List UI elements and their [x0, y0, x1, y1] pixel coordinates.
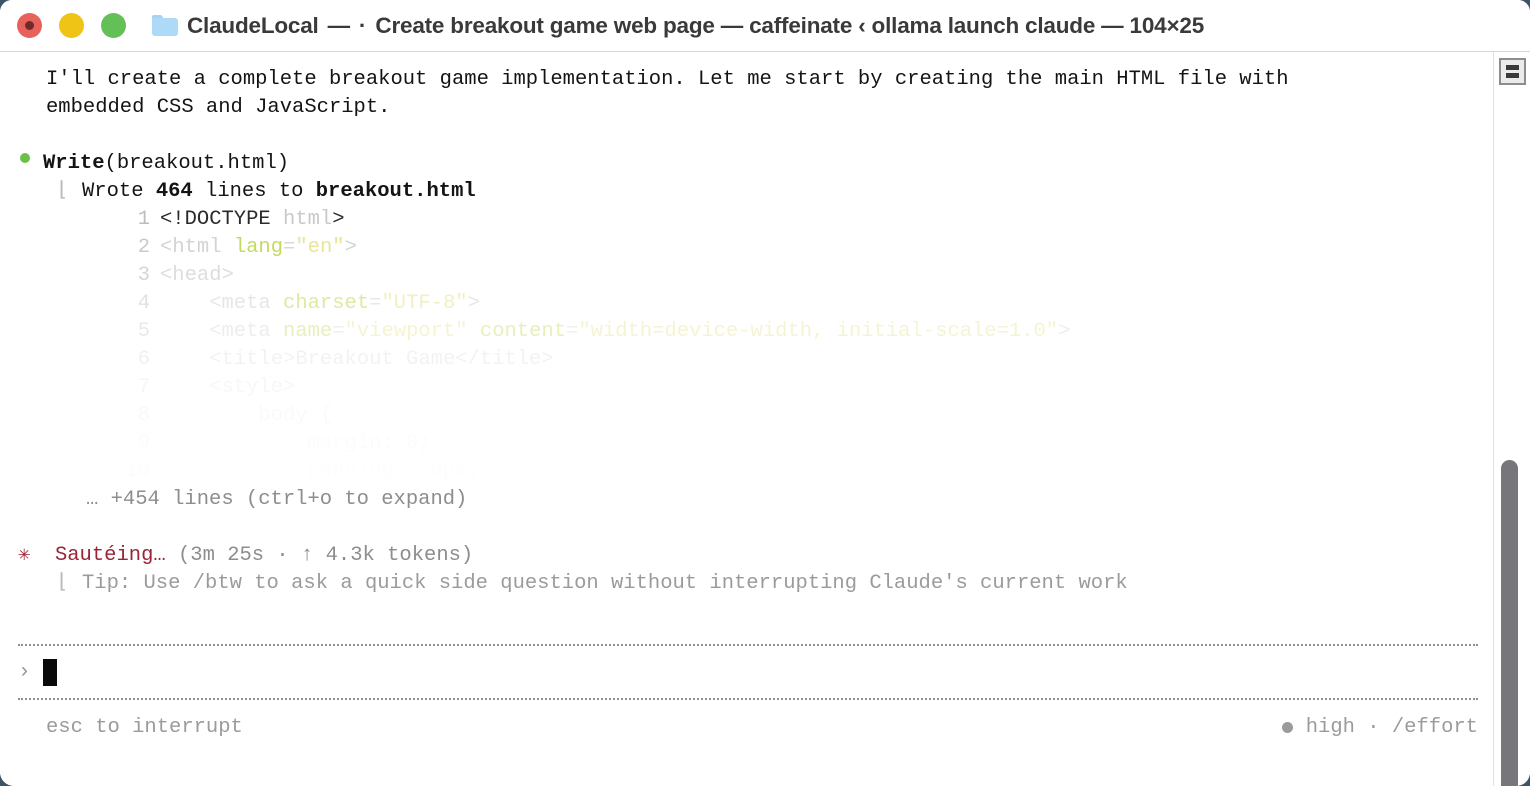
code-token: =	[332, 320, 345, 343]
tool-name: Write	[43, 152, 105, 175]
traffic-light-group	[17, 13, 126, 38]
code-line: 3 <head>	[104, 262, 1530, 290]
code-token: =	[369, 292, 382, 315]
effort-level: high	[1305, 716, 1355, 739]
code-token: <title>Breakout Game</title>	[160, 348, 554, 371]
tool-result-file: breakout.html	[315, 180, 476, 203]
panel-list-icon[interactable]	[1499, 58, 1526, 85]
code-token: content	[479, 320, 567, 343]
window-title-dot: ·	[358, 12, 367, 38]
tool-result-count: 464	[155, 180, 193, 203]
tool-result-row: ⌊ Wrote 464 lines to breakout.html	[0, 178, 1530, 206]
prompt-input-row[interactable]: ›	[0, 646, 1530, 698]
status-verb: Sautéing…	[54, 544, 166, 567]
code-line-number: 4	[137, 292, 150, 315]
code-token: >	[332, 208, 345, 231]
tip-branch-glyph: ⌊	[56, 572, 69, 595]
scrollbar-thumb[interactable]	[1501, 460, 1518, 786]
code-token: =	[566, 320, 579, 343]
code-line-number: 6	[137, 348, 150, 371]
code-token: <html	[160, 236, 234, 259]
code-line: 9 margin: 0;	[104, 430, 1530, 458]
prompt-top-border	[18, 644, 1478, 646]
code-line-number: 9	[137, 432, 150, 455]
code-line-number: 5	[137, 320, 150, 343]
effort-separator: ·	[1367, 716, 1380, 739]
code-token: "viewport"	[344, 320, 480, 343]
window-titlebar: ClaudeLocal — · Create breakout game web…	[0, 0, 1530, 52]
code-token: <style>	[160, 376, 296, 399]
assistant-paragraph-line-2: embedded CSS and JavaScript.	[46, 96, 391, 119]
tool-result-prefix: Wrote	[82, 180, 156, 203]
prompt-bottom-border	[18, 698, 1478, 700]
tip-text: Tip: Use /btw to ask a quick side questi…	[82, 572, 1128, 595]
status-meta: (3m 25s · ↑ 4.3k tokens)	[177, 544, 474, 567]
minimize-button[interactable]	[59, 13, 84, 38]
code-line: 7 <style>	[104, 374, 1530, 402]
expand-hint[interactable]: … +454 lines (ctrl+o to expand)	[86, 488, 468, 511]
status-line: ✳ Sautéing… (3m 25s · ↑ 4.3k tokens)	[0, 542, 1530, 570]
code-token: "UTF-8"	[381, 292, 468, 315]
code-line: 2 <html lang="en">	[104, 234, 1530, 262]
interrupt-hint: esc to interrupt	[46, 716, 243, 739]
code-token: >	[467, 292, 480, 315]
effort-command: /effort	[1391, 716, 1478, 739]
window-title-dash: —	[327, 12, 351, 38]
code-line-number: 7	[137, 376, 150, 399]
code-token: "en"	[295, 236, 345, 259]
code-token: =	[283, 236, 296, 259]
spinner-icon: ✳	[18, 544, 31, 567]
code-preview-block: 1<!DOCTYPE html>2<html lang="en">3<head>…	[0, 206, 1530, 486]
code-token: <!DOCTYPE	[160, 208, 284, 231]
status-footer: esc to interrupt high · /effort	[0, 700, 1530, 739]
tip-row: ⌊ Tip: Use /btw to ask a quick side quest…	[0, 570, 1530, 598]
right-gutter	[1493, 52, 1530, 786]
code-line: 6 <title>Breakout Game</title>	[104, 346, 1530, 374]
tool-args: (breakout.html)	[104, 152, 290, 175]
tool-call-header[interactable]: Write(breakout.html)	[0, 150, 1530, 178]
window-title-app: ClaudeLocal	[187, 12, 319, 38]
zoom-button[interactable]	[101, 13, 126, 38]
tool-status-dot	[20, 153, 30, 163]
code-line-number: 3	[137, 264, 150, 287]
text-cursor	[42, 658, 57, 686]
assistant-paragraph-line-1: I'll create a complete breakout game imp…	[46, 68, 1289, 91]
code-token: padding: 20px;	[160, 460, 480, 483]
terminal-content: I'll create a complete breakout game imp…	[0, 52, 1530, 786]
code-token: margin: 0;	[160, 432, 431, 455]
effort-dot-icon	[1281, 722, 1293, 733]
code-line: 4 <meta charset="UTF-8">	[104, 290, 1530, 318]
code-line-number: 8	[137, 404, 150, 427]
code-token: charset	[283, 292, 370, 315]
window-title-session: Create breakout game web page — caffeina…	[375, 12, 1205, 38]
prompt-chevron-icon: ›	[18, 660, 31, 684]
code-token: "width=device-width, initial-scale=1.0"	[578, 320, 1059, 343]
branch-glyph: ⌊	[56, 180, 69, 203]
code-line-number: 10	[104, 458, 150, 486]
folder-icon	[152, 15, 178, 36]
code-token: body {	[160, 404, 333, 427]
effort-indicator[interactable]: high · /effort	[1281, 716, 1478, 739]
code-token: <head>	[160, 264, 234, 287]
code-token: html	[283, 208, 333, 231]
code-line-number: 1	[137, 208, 150, 231]
code-line: 10 padding: 20px;	[104, 458, 1530, 486]
code-token: name	[283, 320, 333, 343]
code-line: 1 <!DOCTYPE html>	[104, 206, 1530, 234]
window-title-group: ClaudeLocal — · Create breakout game web…	[152, 13, 1204, 39]
code-line-number: 2	[137, 236, 150, 259]
code-line: 8 body {	[104, 402, 1530, 430]
close-button[interactable]	[17, 13, 42, 38]
code-line: 5 <meta name="viewport" content="width=d…	[104, 318, 1530, 346]
tool-result-middle: lines to	[192, 180, 316, 203]
scrollbar-track[interactable]	[1501, 92, 1522, 786]
code-token: >	[1058, 320, 1071, 343]
code-token: >	[344, 236, 357, 259]
code-token: <meta	[160, 292, 284, 315]
code-token: <meta	[160, 320, 284, 343]
code-token: lang	[233, 236, 284, 259]
